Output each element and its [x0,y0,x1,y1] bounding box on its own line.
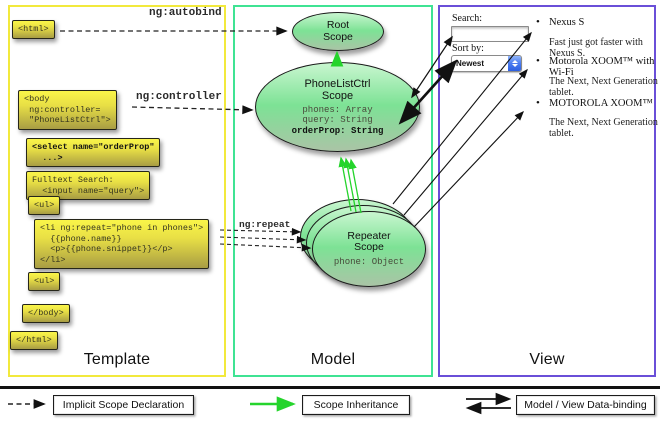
code-html-close: </html> [10,331,58,350]
phone-item-desc: The Next, Next Generation tablet. [549,117,658,139]
phonelistctrl-prop-phones: phones: Array [302,104,373,115]
bullet-icon: • [536,55,540,67]
sort-by-select[interactable]: Newest [451,55,522,72]
template-region-label: Template [83,351,151,368]
select-stepper-icon [508,56,521,71]
legend-implicit-scope-box: Implicit Scope Declaration [53,395,194,415]
code-fulltext-search: Fulltext Search: <input name="query"> [26,171,151,200]
bullet-icon: • [536,97,540,109]
legend-scope-inheritance-label: Scope Inheritance [313,399,399,411]
code-li-repeat: <li ng:repeat="phone in phones"> {{phone… [34,219,210,269]
label-ng-controller: ng:controller [136,91,222,103]
repeater-scope-ellipse: Repeater Scope phone: Object [312,211,426,287]
search-input[interactable] [451,26,529,42]
code-ul-close: <ul> [28,272,61,291]
legend-databinding-box: Model / View Data-binding [516,395,655,415]
phone-item-title: Nexus S [549,17,585,28]
repeater-scope-title: Repeater Scope [347,229,391,254]
root-scope-title: Root Scope [323,19,353,43]
repeater-prop-phone: phone: Object [333,256,405,267]
legend-databinding-label: Model / View Data-binding [524,399,647,411]
model-region: Model [233,5,433,377]
bullet-icon: • [536,16,540,28]
phone-item-desc: The Next, Next Generation tablet. [549,76,658,98]
phonelistctrl-scope-ellipse: PhoneListCtrl Scope phones: Array query:… [255,62,420,152]
sort-by-label: Sort by: [452,43,484,54]
legend-double-arrow-icon [465,392,512,415]
code-ul-open: <ul> [28,196,61,215]
root-scope-ellipse: Root Scope [292,12,384,51]
phonelistctrl-prop-orderprop: orderProp: String [291,125,384,136]
code-html-open: <html> [12,20,55,39]
phone-item-title: MOTOROLA XOOM™ [549,98,653,109]
phone-item-desc: Fast just got faster with Nexus S. [549,37,643,59]
model-region-label: Model [310,351,356,368]
sort-by-selected-value: Newest [456,59,485,68]
code-body-close: </body> [22,304,70,323]
view-region-label: View [529,351,565,368]
legend-separator [0,386,660,389]
legend-scope-inheritance-box: Scope Inheritance [302,395,410,415]
search-label: Search: [452,13,482,24]
phonelistctrl-prop-query: query: String [302,115,373,126]
phonelistctrl-scope-title: PhoneListCtrl Scope [304,77,371,103]
phone-item-title: Motorola XOOM™ with Wi-Fi [549,56,655,78]
code-select-orderprop: <select name="orderProp" ...> [26,138,161,167]
label-ng-repeat: ng:repeat [239,219,291,230]
legend-implicit-scope-label: Implicit Scope Declaration [62,399,185,411]
code-body-open: <body ng:controller= "PhoneListCtrl"> [18,90,117,130]
label-ng-autobind: ng:autobind [149,7,222,19]
